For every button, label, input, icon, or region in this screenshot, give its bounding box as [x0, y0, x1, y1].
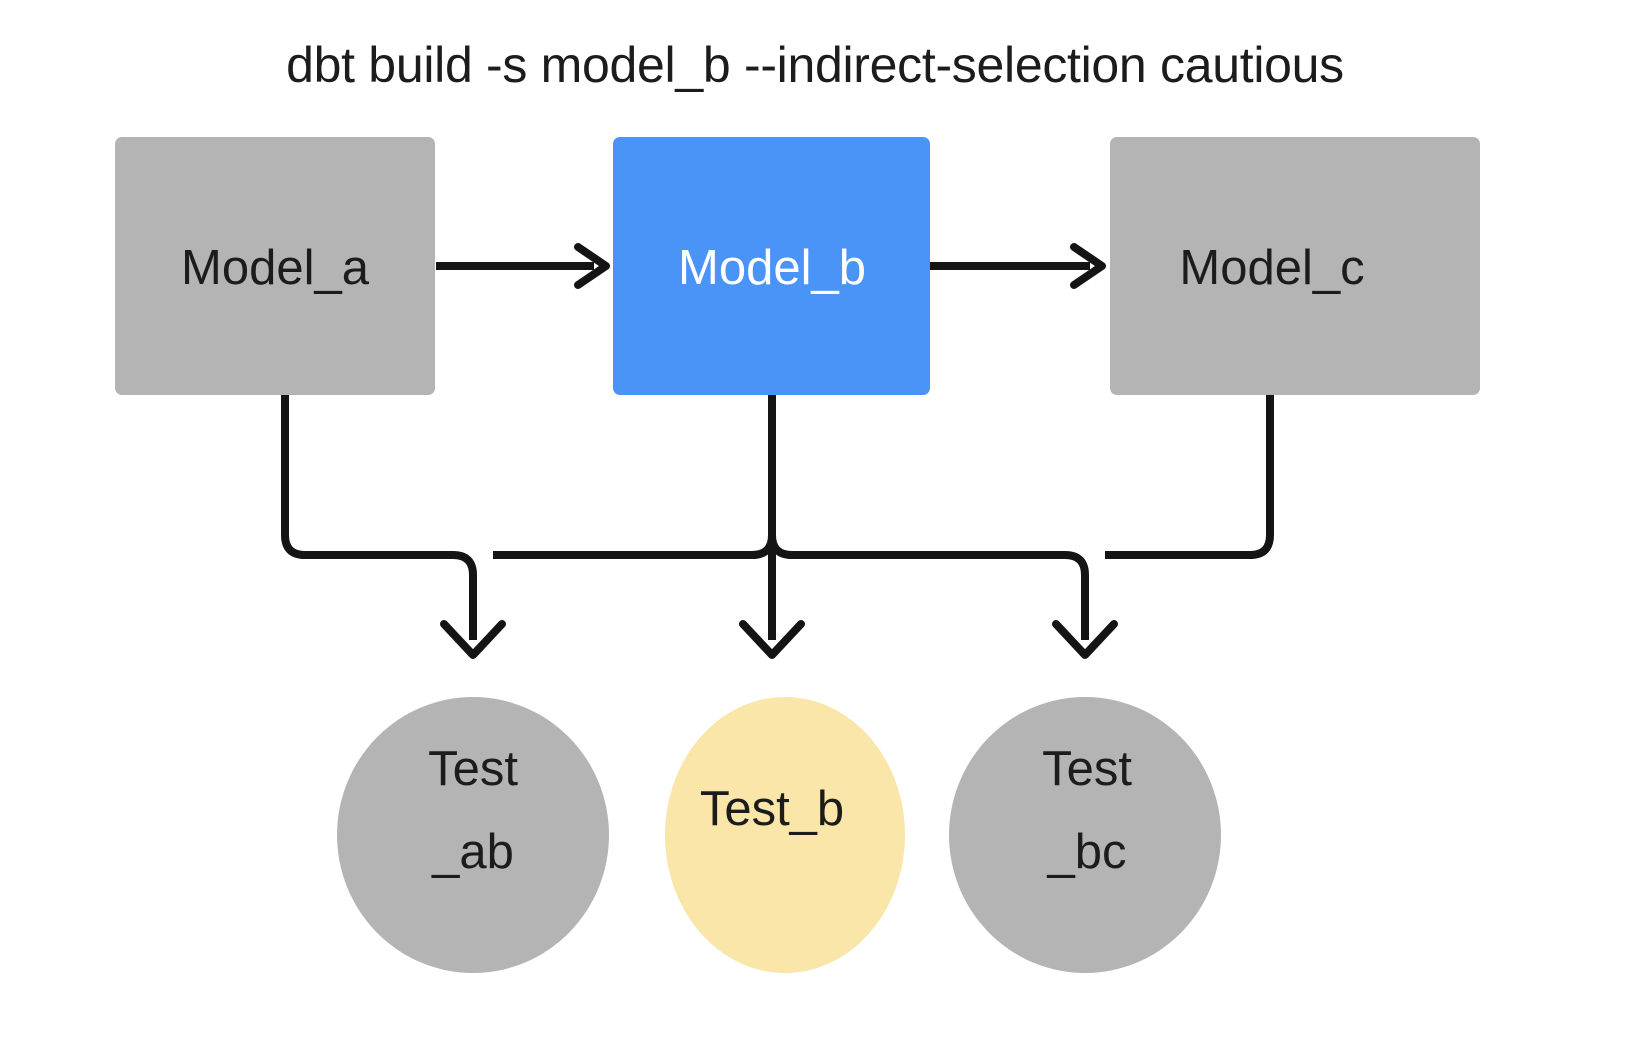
arrowhead-test-b-in [739, 620, 805, 659]
test-node-test-ab[interactable]: Test _ab [337, 697, 609, 973]
test-b-shape[interactable] [665, 697, 905, 973]
diagram-title: dbt build -s model_b --indirect-selectio… [286, 37, 1344, 93]
model-a-label: Model_a [181, 241, 370, 295]
edge-model-c-to-test-bc [1105, 394, 1274, 559]
edge-layer [281, 243, 1274, 659]
arrowhead-test-ab-in [440, 620, 506, 659]
test-ab-shape[interactable] [337, 697, 609, 973]
arrowhead-model-c-in [1070, 243, 1106, 289]
test-b-label-line1: Test_b [700, 782, 844, 836]
model-node-model-c[interactable]: Model_c [1110, 137, 1480, 395]
edge-model-a-to-test-ab [281, 394, 477, 640]
edge-model-b-to-test-ab [493, 534, 776, 559]
test-node-test-b[interactable]: Test_b [665, 697, 905, 973]
model-node-model-b[interactable]: Model_b [613, 137, 930, 395]
test-node-test-bc[interactable]: Test _bc [949, 697, 1221, 973]
model-node-model-a[interactable]: Model_a [115, 137, 435, 395]
arrowhead-test-bc-in [1052, 620, 1118, 659]
edge-model-b-to-test-bc [768, 534, 1089, 640]
test-ab-label-line2: _ab [431, 825, 514, 879]
model-c-label: Model_c [1179, 241, 1364, 295]
test-bc-label-line2: _bc [1046, 825, 1126, 879]
test-bc-label-line1: Test [1042, 742, 1132, 796]
model-b-shape[interactable] [613, 137, 930, 395]
model-a-shape[interactable] [115, 137, 435, 395]
model-c-shape[interactable] [1110, 137, 1480, 395]
test-bc-shape[interactable] [949, 697, 1221, 973]
arrowhead-model-b-in [574, 243, 610, 289]
test-ab-label-line1: Test [428, 742, 518, 796]
model-b-label: Model_b [678, 241, 866, 295]
